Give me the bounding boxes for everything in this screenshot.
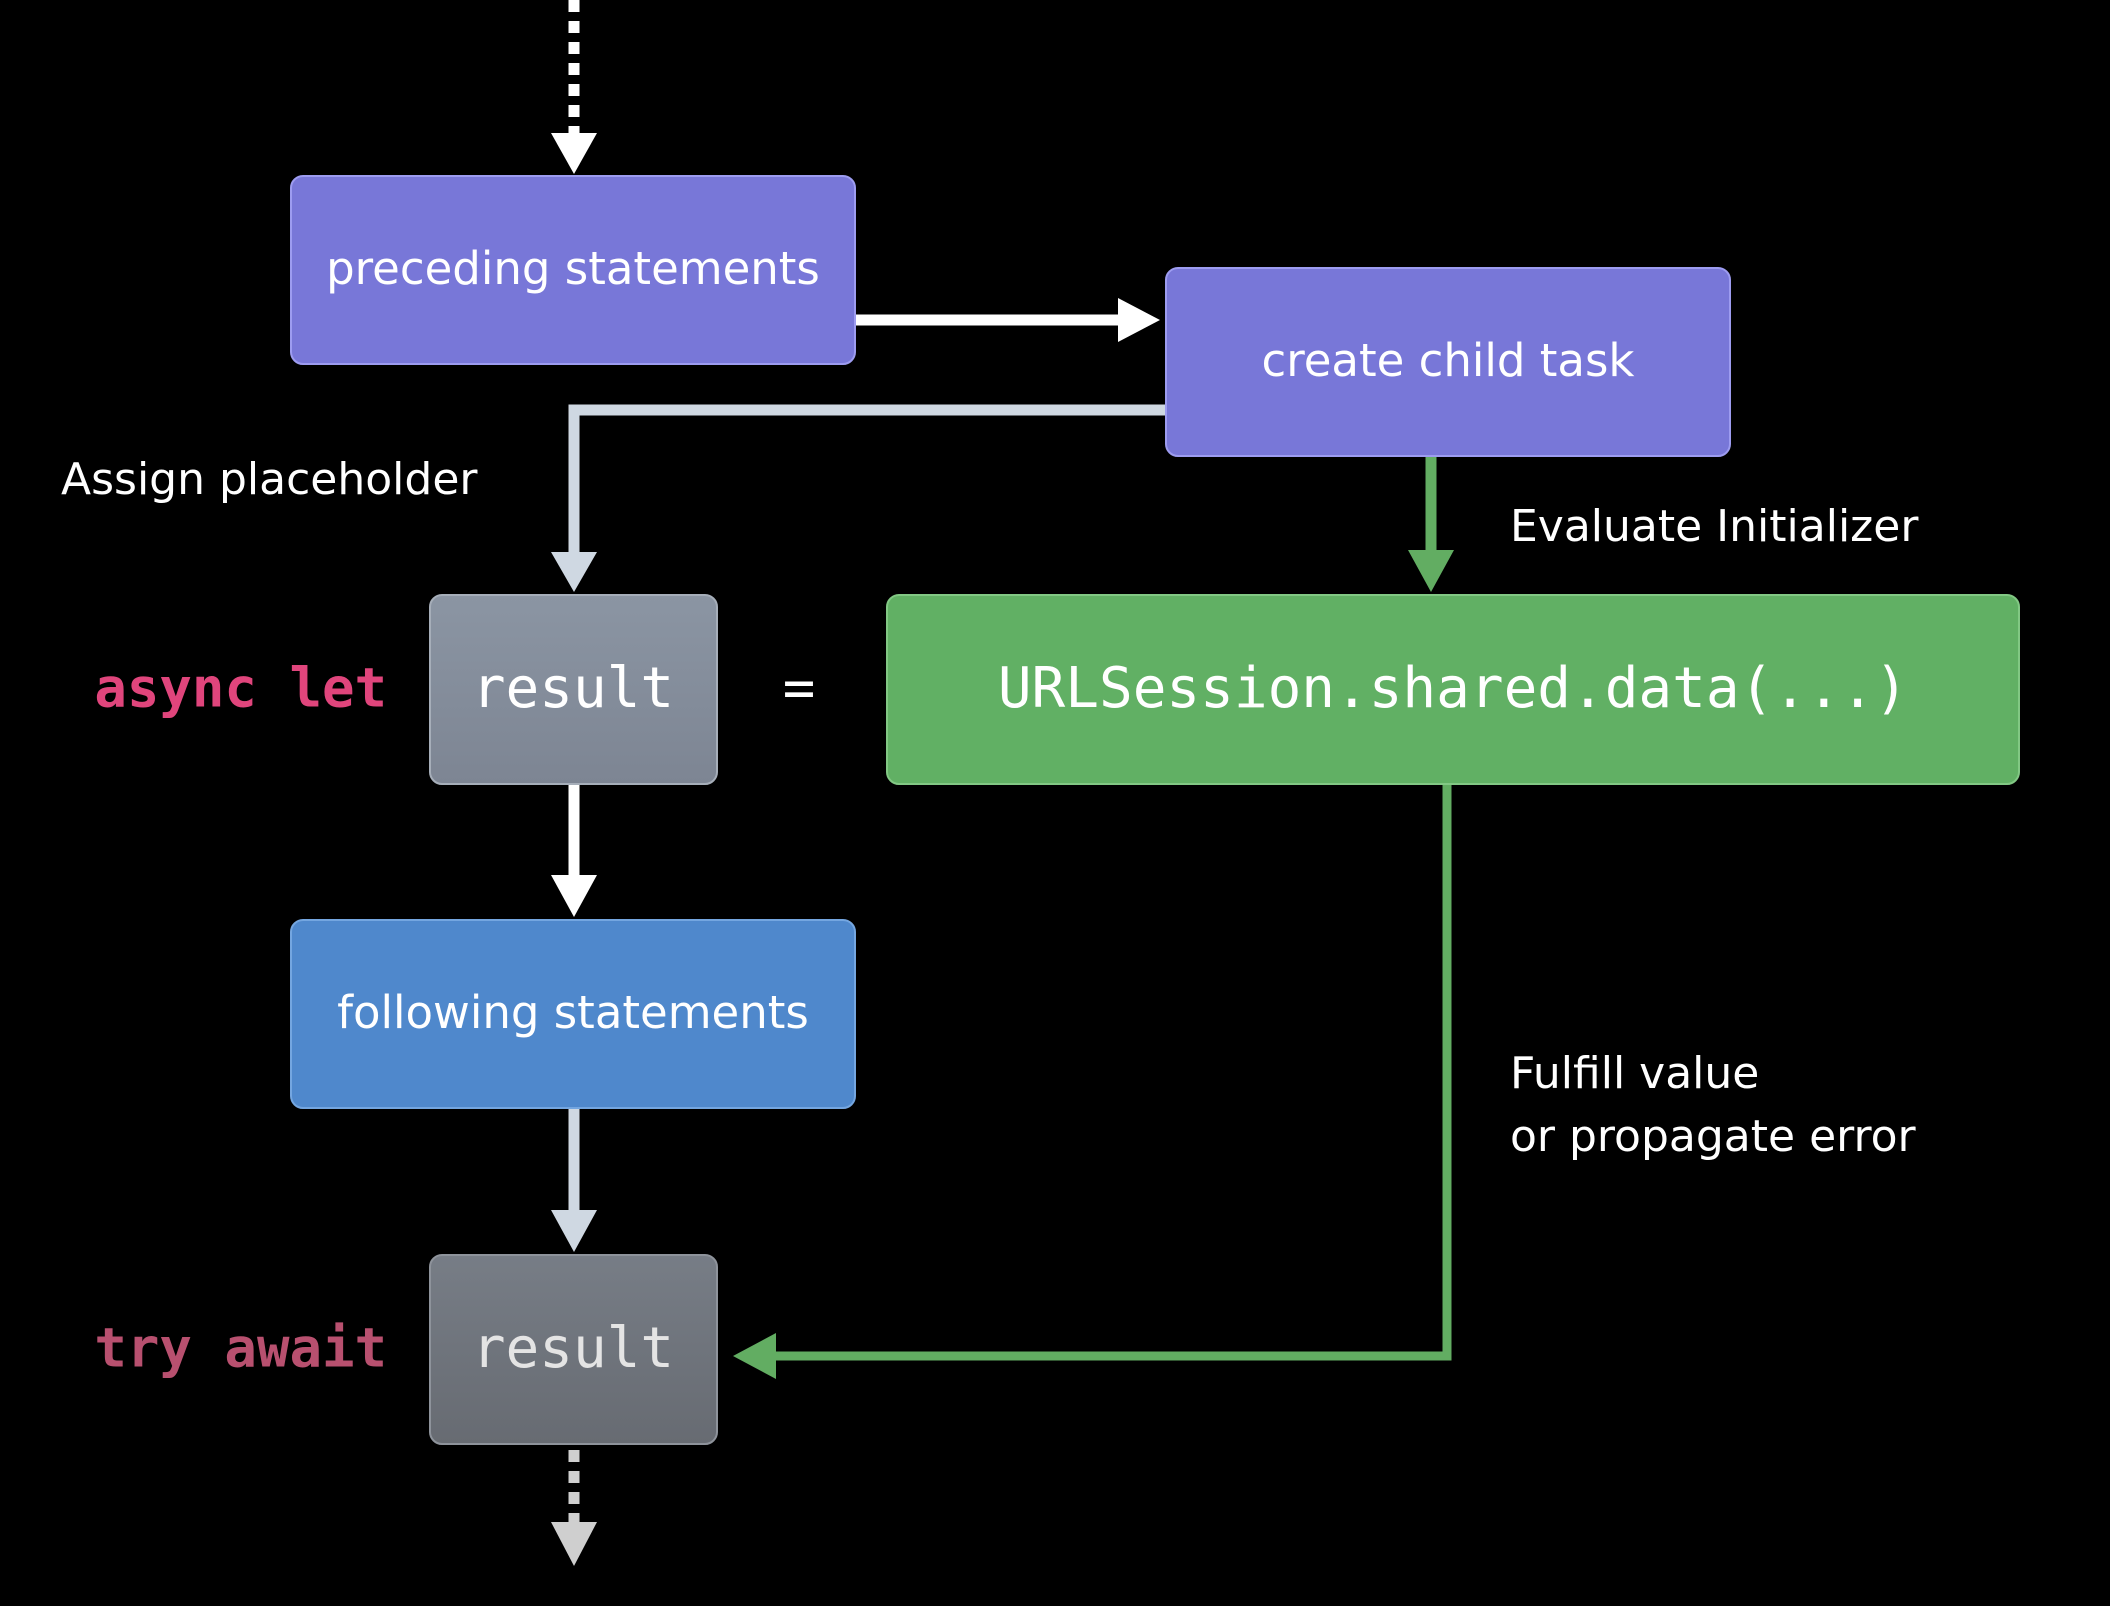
node-following-statements: following statements (290, 919, 856, 1109)
node-initializer: URLSession.shared.data(...) (886, 594, 2020, 785)
outgoing-dotted-arrow (551, 1450, 597, 1566)
node-result-awaited: result (429, 1254, 718, 1445)
keyword-async-let: async let (94, 657, 387, 720)
arrow-following-to-await-result (551, 1108, 597, 1252)
node-result-placeholder: result (429, 594, 718, 785)
label-evaluate-initializer: Evaluate Initializer (1510, 501, 1919, 552)
arrow-child-task-to-initializer (1408, 456, 1454, 592)
arrow-preceding-to-child-task (855, 298, 1160, 342)
arrow-child-task-to-result (551, 404, 1166, 592)
node-following-label: following statements (337, 986, 809, 1039)
node-result-bottom-label: result (472, 1316, 674, 1381)
label-assign-placeholder: Assign placeholder (61, 454, 478, 505)
label-propagate-error: or propagate error (1510, 1111, 1916, 1162)
node-preceding-statements: preceding statements (290, 175, 856, 365)
node-create-child-task: create child task (1165, 267, 1731, 457)
node-result-top-label: result (472, 656, 674, 721)
incoming-dotted-arrow (551, 0, 597, 174)
arrow-result-to-following (551, 784, 597, 917)
node-child-task-label: create child task (1261, 334, 1634, 387)
label-fulfill-value: Fulfill value (1510, 1048, 1759, 1099)
node-preceding-label: preceding statements (326, 242, 820, 295)
node-initializer-label: URLSession.shared.data(...) (998, 656, 1908, 721)
arrow-initializer-to-await-result (733, 784, 1452, 1379)
keyword-try-await: try await (94, 1317, 387, 1380)
equals-sign: = (783, 657, 816, 720)
